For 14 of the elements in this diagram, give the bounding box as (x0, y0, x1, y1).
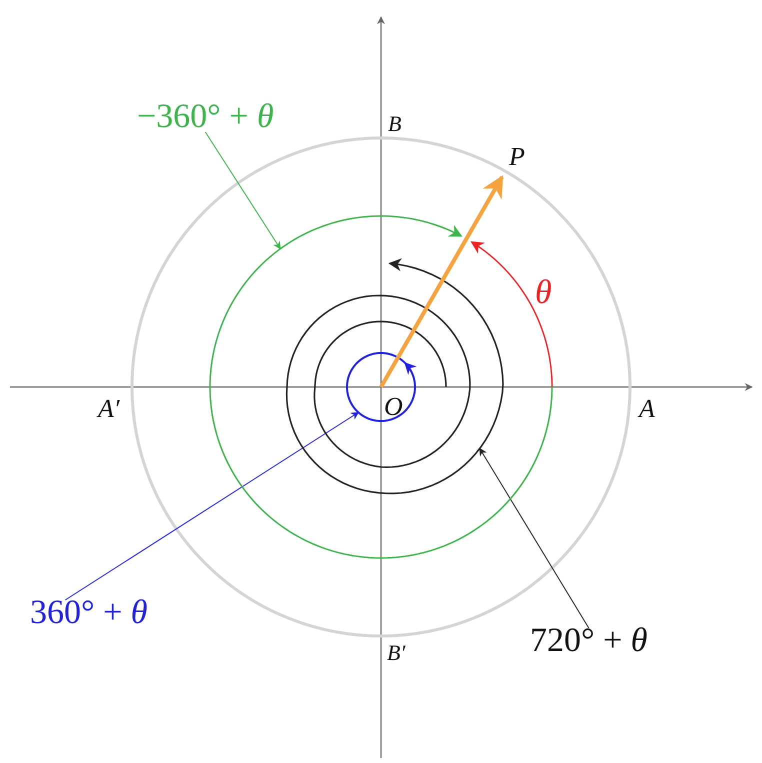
axis-label: A′ (98, 396, 120, 422)
angle-label: −360° + θ (137, 98, 274, 135)
angle-label: θ (535, 276, 552, 310)
leader-line (204, 132, 281, 250)
axis-label: B′ (387, 642, 406, 664)
circle-arc (209, 215, 553, 559)
axis-label: B (388, 113, 402, 135)
axis-label: A (639, 396, 655, 422)
point-label: P (509, 144, 525, 170)
angle-label: 360° + θ (30, 594, 148, 631)
leader-line (64, 412, 360, 600)
point-label: O (384, 394, 403, 420)
angle-label: 720° + θ (530, 622, 648, 659)
leader-line (479, 448, 590, 628)
